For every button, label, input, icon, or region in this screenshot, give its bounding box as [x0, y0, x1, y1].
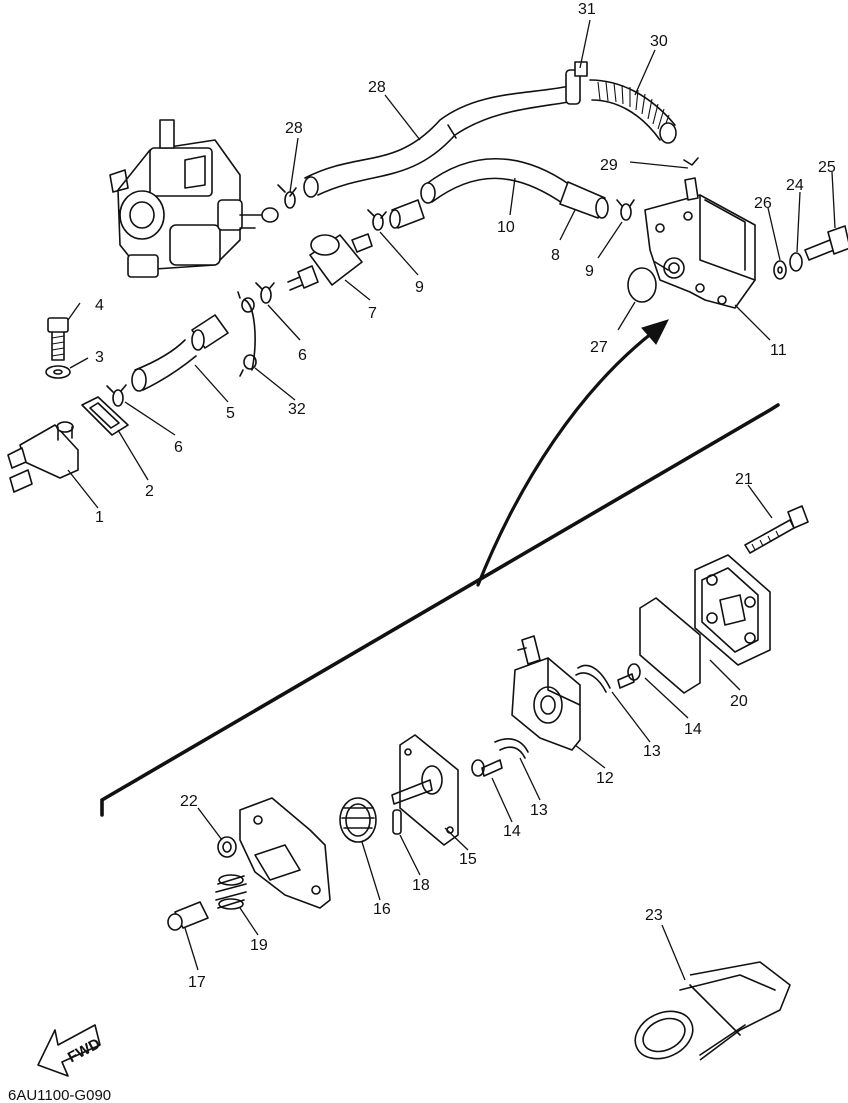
bolt-21 [744, 505, 809, 554]
callout-31: 32 [288, 401, 306, 418]
callout-15: 15 [459, 851, 477, 868]
plunger-17 [167, 901, 209, 931]
callout-5: 5 [226, 405, 235, 422]
direction-arrow [476, 319, 669, 587]
oval-duct-32 [634, 961, 791, 1061]
callout-22: 22 [180, 793, 198, 810]
pump-base-housing [239, 797, 331, 909]
clip-9-left [367, 209, 387, 231]
callout-13-upper: 13 [643, 743, 661, 760]
fuel-connector-1 [7, 421, 79, 493]
clip-31 [237, 291, 257, 377]
callout-25: 26 [754, 195, 772, 212]
callout-27: 28 [368, 79, 386, 96]
callout-29: 30 [650, 33, 668, 50]
callout-14-upper: 14 [684, 721, 702, 738]
callout-16: 16 [373, 901, 391, 918]
callout-28-upper: 28 [285, 120, 303, 137]
fuel-filter-7 [287, 233, 373, 291]
bolt-23 [804, 225, 848, 261]
callout-26: 27 [590, 339, 608, 356]
valve-13-upper [575, 664, 611, 693]
bolt-3 [47, 317, 69, 361]
callout-4: 3 [95, 349, 104, 366]
washer-25 [773, 260, 787, 280]
callout-7: 7 [368, 305, 377, 322]
carburetor-illustration [109, 119, 279, 278]
callout-11: 11 [770, 342, 787, 359]
callout-6-upper: 6 [298, 347, 307, 364]
nut-22 [217, 836, 237, 858]
diaphragm-15 [391, 734, 459, 846]
pump-body-12 [511, 635, 581, 751]
hose-sleeve-8 [559, 181, 609, 219]
spring-16 [339, 797, 377, 843]
callout-1: 1 [95, 509, 104, 526]
callout-2: 2 [145, 483, 154, 500]
washer-24 [789, 252, 803, 272]
fuel-hose-10 [420, 158, 571, 206]
callout-9-right: 9 [585, 263, 594, 280]
callout-19: 19 [250, 937, 268, 954]
screw-14-lower [471, 759, 503, 777]
fuel-hose-27 [303, 84, 581, 198]
fwd-arrow-icon: FWD [37, 1024, 103, 1077]
callout-21: 21 [735, 471, 753, 488]
hose-clamp-30 [565, 61, 588, 105]
washer-4 [45, 365, 71, 379]
gasket-2 [81, 396, 129, 436]
screw-14-upper [617, 663, 641, 689]
callout-3: 4 [95, 297, 104, 314]
fuel-hose-5 [131, 314, 229, 392]
callout-12: 12 [596, 770, 614, 787]
callout-8: 8 [551, 247, 560, 264]
callout-9-left: 9 [415, 279, 424, 296]
callout-numbers: 31 30 28 28 29 25 24 26 10 8 9 9 7 6 27 … [95, 1, 836, 991]
callout-30: 31 [578, 1, 596, 18]
pump-cover-20 [694, 554, 771, 666]
o-ring-26 [627, 267, 657, 303]
callout-18: 18 [412, 877, 430, 894]
clip-28-right [683, 157, 699, 166]
callout-32: 23 [645, 907, 663, 924]
callout-6-lower: 6 [174, 439, 183, 456]
callout-14-lower: 14 [503, 823, 521, 840]
callout-24: 24 [786, 177, 804, 194]
fuel-pump-assembly-11 [644, 177, 756, 309]
callout-20: 20 [730, 693, 748, 710]
valve-13-lower [494, 738, 529, 759]
clip-6-lower [106, 384, 127, 407]
diaphragm-plate [639, 597, 701, 694]
callout-13-lower: 13 [530, 802, 548, 819]
callout-28-right: 29 [600, 157, 618, 174]
leader-lines [67, 19, 836, 981]
corrugated-hose-29 [589, 79, 677, 144]
clip-9-right [616, 199, 635, 221]
callout-23: 25 [818, 159, 836, 176]
hose-joint [389, 199, 425, 229]
drawing-code: 6AU1100-G090 [8, 1087, 111, 1103]
clip-28-upper [277, 184, 297, 209]
pin-18 [392, 809, 402, 835]
callout-17: 17 [188, 974, 206, 991]
clip-6-upper [255, 282, 275, 304]
callout-10: 10 [497, 219, 515, 236]
section-divider-line [100, 403, 780, 817]
spring-19 [215, 874, 247, 910]
